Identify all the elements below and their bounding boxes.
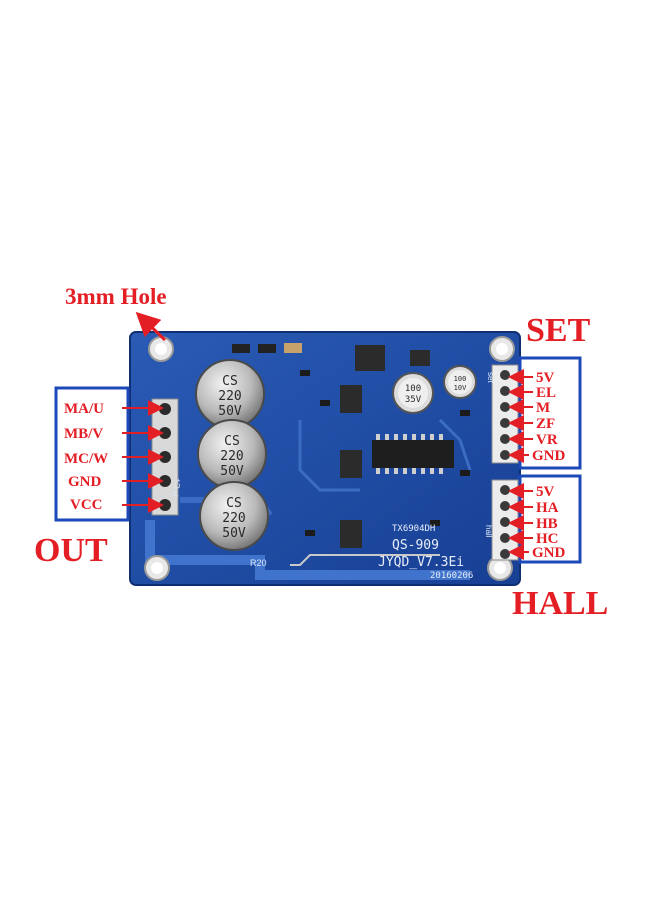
cap-top-line3: 50V bbox=[218, 404, 242, 419]
cap-mid-line3: 50V bbox=[220, 464, 244, 479]
pc-silk: P-C+ bbox=[171, 477, 183, 497]
driver-ic bbox=[372, 434, 454, 474]
chip-silk: TX6904DH bbox=[392, 524, 435, 534]
date-silk: 20160206 bbox=[430, 571, 473, 581]
mounting-hole-top-left bbox=[148, 336, 174, 362]
hall-pin-label: HA bbox=[536, 500, 559, 516]
out-pin-label: GND bbox=[68, 474, 102, 490]
capacitor-middle: CS 220 50V bbox=[197, 419, 267, 489]
pcb-board: 100 35V 100 10V CS 220 50V CS 220 50V CS… bbox=[129, 331, 521, 586]
model-silk: QS-909 bbox=[392, 538, 439, 553]
set-pin-label: M bbox=[536, 400, 550, 416]
out-pin-label: MA/U bbox=[64, 401, 104, 417]
hall-arrows bbox=[508, 483, 533, 560]
mounting-hole-bottom-left bbox=[144, 555, 170, 581]
mounting-hole-bottom-right bbox=[487, 555, 513, 581]
hall-pin-label: 5V bbox=[536, 484, 555, 500]
set-pin-label: VR bbox=[536, 432, 558, 448]
version-silk: JYQD_V7.3Ei bbox=[378, 555, 464, 570]
capacitor-bottom: CS 220 50V bbox=[199, 481, 269, 551]
hall-pin-labels: 5V HA HB HC GND bbox=[532, 484, 566, 561]
set-pin-label: ZF bbox=[536, 416, 555, 432]
set-silk: set bbox=[486, 372, 495, 383]
out-pin-label: MC/W bbox=[64, 451, 108, 467]
small-cap-1-value: 100 bbox=[405, 384, 421, 394]
out-pin-label: VCC bbox=[70, 497, 103, 513]
smd-components bbox=[232, 343, 470, 548]
hall-title: HALL bbox=[512, 585, 608, 622]
out-title: OUT bbox=[34, 532, 108, 569]
r20-silk: R20 bbox=[250, 558, 267, 568]
hall-pin-label: HB bbox=[536, 516, 558, 532]
set-pin-label: GND bbox=[532, 448, 566, 464]
hall-pin-label: HC bbox=[536, 531, 559, 547]
cap-top-line2: 220 bbox=[218, 389, 241, 404]
set-arrows bbox=[508, 369, 533, 463]
set-pin-label: 5V bbox=[536, 370, 555, 386]
out-box bbox=[54, 386, 130, 522]
hall-pin-label: GND bbox=[532, 545, 566, 561]
mounting-hole-top-right bbox=[489, 336, 515, 362]
out-pin-label: MB/V bbox=[64, 426, 103, 442]
capacitor-top: CS 220 50V bbox=[195, 359, 265, 429]
cap-bot-line2: 220 bbox=[222, 511, 245, 526]
set-pin-labels: 5V EL M ZF VR GND bbox=[532, 370, 566, 464]
cap-bot-line3: 50V bbox=[222, 526, 246, 541]
small-capacitor-2: 100 10V bbox=[443, 365, 477, 399]
set-title: SET bbox=[526, 312, 591, 349]
cap-mid-line2: 220 bbox=[220, 449, 243, 464]
cap-mid-line1: CS bbox=[224, 434, 240, 449]
small-cap-2-value: 100 bbox=[454, 375, 467, 383]
small-capacitor-1: 100 35V bbox=[392, 372, 434, 414]
cap-top-line1: CS bbox=[222, 374, 238, 389]
small-cap-2-voltage: 10V bbox=[454, 384, 467, 392]
out-pin-labels: MA/U MB/V MC/W GND VCC bbox=[64, 401, 108, 513]
cap-bot-line1: CS bbox=[226, 496, 242, 511]
out-arrows bbox=[122, 400, 164, 513]
hole-arrow-icon bbox=[135, 311, 167, 342]
set-pin-label: EL bbox=[536, 385, 556, 401]
small-cap-1-voltage: 35V bbox=[405, 395, 422, 405]
hall-silk: hall bbox=[484, 525, 493, 538]
hole-label: 3mm Hole bbox=[65, 284, 167, 309]
